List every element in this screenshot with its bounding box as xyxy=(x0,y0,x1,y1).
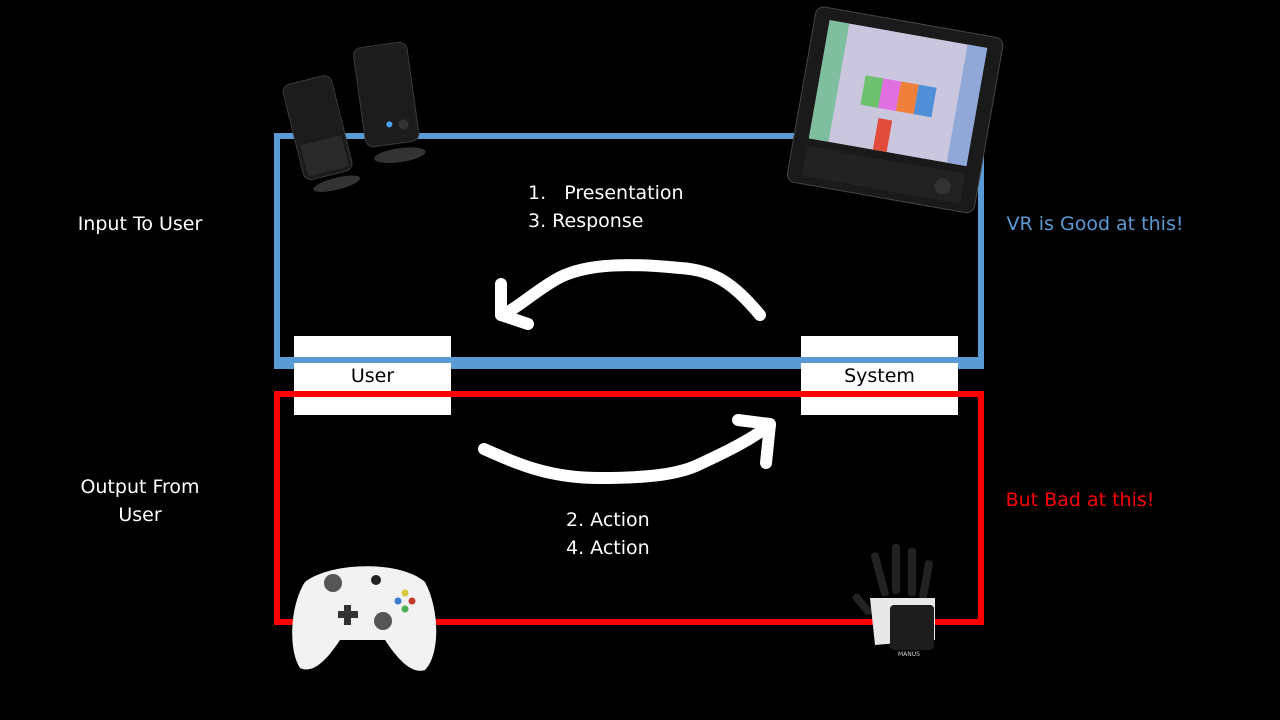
user-node: User xyxy=(294,336,451,415)
speakers-icon xyxy=(282,41,426,192)
presentation-arrow xyxy=(495,259,766,330)
television-icon xyxy=(786,6,1004,214)
step-action-2: 2. Action xyxy=(566,509,650,531)
input-loop-bottom-edge xyxy=(274,357,984,363)
output-loop-top-edge xyxy=(274,391,984,397)
vr-bad-label: But Bad at this! xyxy=(1005,489,1155,511)
system-node: System xyxy=(801,336,958,415)
game-controller-icon xyxy=(292,566,437,671)
step-action-4: 4. Action xyxy=(566,537,650,559)
bottom-steps: 2. Action 4. Action xyxy=(566,506,650,562)
system-node-label: System xyxy=(844,365,915,387)
input-loop-frame xyxy=(274,133,984,369)
step-presentation: 1. Presentation xyxy=(528,182,684,204)
top-steps: 1. Presentation 3. Response xyxy=(528,179,684,235)
step-response: 3. Response xyxy=(528,210,644,232)
input-to-user-label: Input To User xyxy=(77,213,203,235)
user-node-label: User xyxy=(350,365,395,387)
vr-good-label: VR is Good at this! xyxy=(1006,213,1184,235)
output-from-user-label: Output From User xyxy=(80,476,200,526)
haptic-glove-icon: MANUS xyxy=(852,544,935,658)
action-arrow xyxy=(478,414,776,484)
glove-brand-text: MANUS xyxy=(898,651,920,658)
